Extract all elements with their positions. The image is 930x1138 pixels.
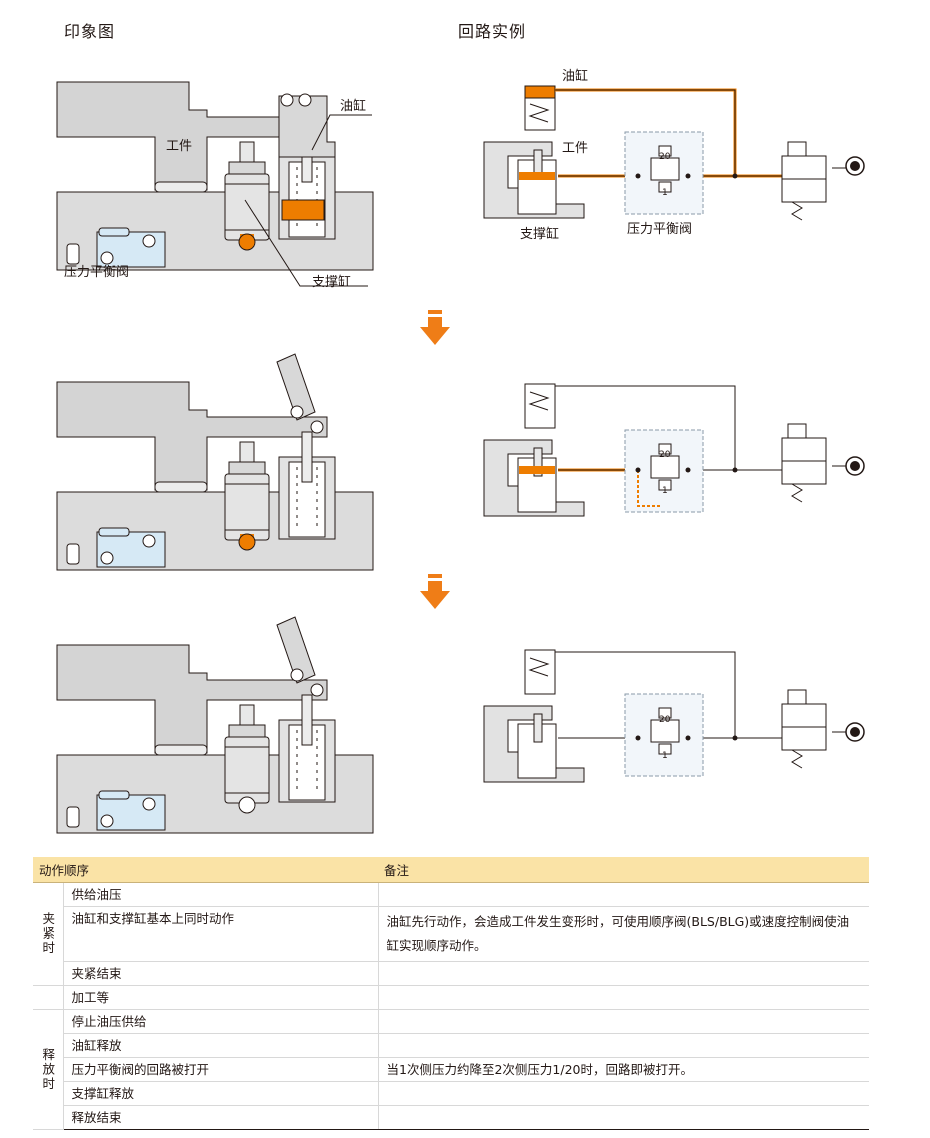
action-sequence-table: 动作顺序 备注 夹紧时 供给油压 油缸和支撑缸基本上同时动作 油缸先行动作，会造… [33,857,869,1130]
left-title: 印象图 [64,22,116,41]
note-cell [378,882,869,907]
note-cell [378,961,869,986]
workpiece-label-circuit: 工件 [562,141,588,156]
support-cylinder-leader [244,199,368,287]
table-row: 压力平衡阀的回路被打开 当1次侧压力约降至2次侧压力1/20时，回路即被打开。 [33,1057,869,1082]
group-label-clamp: 夹紧时 [33,882,64,986]
step-arrow-1 [420,310,450,345]
circuit-view-1 [483,85,865,221]
support-cylinder-label-mech: 支撑缸 [312,274,351,290]
oil-cylinder-label-circuit: 油缸 [562,68,588,84]
table-row: 加工等 [33,985,869,1010]
table-row: 夹紧结束 [33,961,869,986]
valve-port-1-label-2: 1 [662,486,668,496]
action-cell: 油缸释放 [63,1033,379,1058]
action-cell: 停止油压供给 [63,1009,379,1034]
action-cell: 释放结束 [63,1105,379,1130]
workpiece-label-mech: 工件 [166,139,192,154]
group-label-release: 释放时 [33,1009,64,1130]
illustration-canvas: 工件 油缸 压力平衡阀 支撑缸 油缸 工件 支撑缸 压力平衡阀 20 1 [56,68,865,834]
support-cylinder-label-circuit: 支撑缸 [520,226,559,242]
right-title: 回路实例 [458,22,527,41]
balance-valve-label-circuit: 压力平衡阀 [627,222,692,237]
column-header-action: 动作顺序 [33,857,379,883]
action-cell: 供给油压 [63,882,379,907]
table-row: 油缸释放 [33,1033,869,1058]
note-cell [378,985,869,1010]
group-label-machining [33,985,64,1010]
mechanical-view-3 [56,616,374,834]
valve-port-20-label-3: 20 [659,715,671,725]
column-header-note: 备注 [378,857,869,883]
action-cell: 支撑缸释放 [63,1081,379,1106]
action-cell: 夹紧结束 [63,961,379,986]
note-cell [378,1033,869,1058]
table-row: 油缸和支撑缸基本上同时动作 油缸先行动作，会造成工件发生变形时，可使用顺序阀(B… [33,906,869,962]
table-row: 支撑缸释放 [33,1081,869,1106]
oil-cylinder-leader [311,114,372,151]
valve-port-20-label-1: 20 [659,152,671,162]
valve-port-1-label-3: 1 [662,751,668,761]
note-cell [378,1081,869,1106]
valve-port-1-label-1: 1 [662,188,668,198]
action-cell: 加工等 [63,985,379,1010]
circuit-view-2 [483,383,865,517]
table-row: 释放结束 [33,1105,869,1130]
balance-valve-label-mech: 压力平衡阀 [64,265,129,280]
table-row: 释放时 停止油压供给 [33,1009,869,1130]
note-cell: 当1次侧压力约降至2次侧压力1/20时，回路即被打开。 [378,1057,869,1082]
note-cell [378,1009,869,1034]
oil-cylinder-label-mech: 油缸 [340,98,366,114]
valve-port-20-label-2: 20 [659,450,671,460]
note-cell [378,1105,869,1130]
circuit-view-3 [483,649,865,783]
action-cell: 油缸和支撑缸基本上同时动作 [63,906,379,962]
table-row: 夹紧时 供给油压 [33,882,869,986]
note-cell: 油缸先行动作，会造成工件发生变形时，可使用顺序阀(BLS/BLG)或速度控制阀使… [378,906,869,962]
table-header-row: 动作顺序 备注 [33,857,869,883]
mechanical-view-1 [56,81,374,271]
mechanical-view-2 [56,353,374,571]
step-arrow-2 [420,574,450,609]
action-cell: 压力平衡阀的回路被打开 [63,1057,379,1082]
